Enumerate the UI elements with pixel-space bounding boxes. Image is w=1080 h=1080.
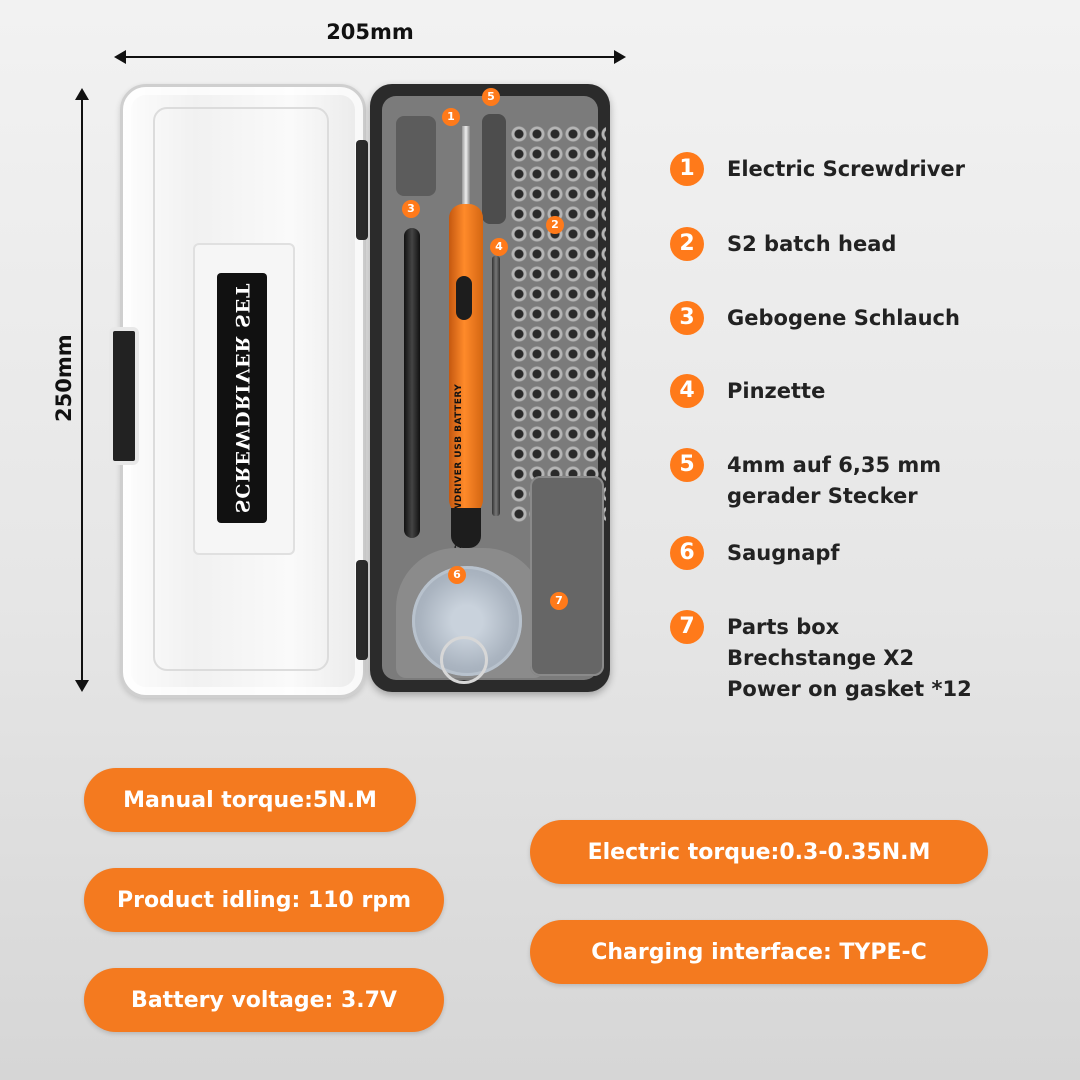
hinge-bottom [356,560,368,660]
legend-item-3: 3 Gebogene Schlauch [670,301,960,335]
legend-line: Pinzette [727,379,826,403]
legend-line: Electric Screwdriver [727,157,966,181]
marker-5: 5 [482,88,500,106]
legend-item-7: 7 Parts box Brechstange X2 Power on gask… [670,610,972,705]
legend-item-1: 1 Electric Screwdriver [670,152,965,186]
lid-label-text: SCREWDRIVER SET [231,282,253,514]
tweezers [492,256,500,516]
screwdriver-body [449,204,483,514]
legend-text: Gebogene Schlauch [727,303,960,334]
screwdriver-cap [451,508,481,548]
legend-line: Parts box [727,615,840,639]
legend-text: Pinzette [727,376,825,407]
legend-text: Electric Screwdriver [727,154,965,185]
lid-inner-frame [153,107,329,671]
legend-item-2: 2 S2 batch head [670,227,896,261]
width-dimension-label: 205mm [326,20,414,44]
electric-screwdriver: ELECTRIC SCREWDRIVER USB BATTERY 3.7V [446,126,486,596]
width-dimension-line [114,50,626,64]
spec-charging-interface: Charging interface: TYPE-C [530,920,988,984]
tray-slot [396,116,436,196]
legend-number: 6 [670,536,704,570]
legend-number: 5 [670,448,704,482]
lid-label: SCREWDRIVER SET [217,273,267,523]
screwdriver-shaft [462,126,470,206]
legend-line: Power on gasket *12 [727,677,972,701]
legend-text: Saugnapf [727,538,840,569]
legend-number: 1 [670,152,704,186]
legend-number: 4 [670,374,704,408]
flexible-hose [404,228,420,538]
legend-line: 4mm auf 6,35 mm [727,453,942,477]
marker-2: 2 [546,216,564,234]
bit-grid [510,124,606,524]
marker-7: 7 [550,592,568,610]
spec-manual-torque: Manual torque:5N.M [84,768,416,832]
legend-item-6: 6 Saugnapf [670,536,840,570]
spec-electric-torque: Electric torque:0.3-0.35N.M [530,820,988,884]
lid-latch [109,327,139,465]
marker-6: 6 [448,566,466,584]
legend-item-5: 5 4mm auf 6,35 mm gerader Stecker [670,448,941,512]
spec-battery-voltage: Battery voltage: 3.7V [84,968,444,1032]
legend-text: S2 batch head [727,229,896,260]
legend-line: Gebogene Schlauch [727,306,960,330]
legend-line: Brechstange X2 [727,646,915,670]
marker-1: 1 [442,108,460,126]
tray-inner: ELECTRIC SCREWDRIVER USB BATTERY 3.7V 1 … [382,88,606,684]
legend-text: Parts box Brechstange X2 Power on gasket… [727,612,972,705]
height-dimension-line [75,88,89,692]
legend-item-4: 4 Pinzette [670,374,825,408]
legend-number: 7 [670,610,704,644]
legend-text: 4mm auf 6,35 mm gerader Stecker [727,450,941,512]
legend-line: gerader Stecker [727,484,918,508]
legend-line: S2 batch head [727,232,897,256]
suction-cup-ring [440,636,488,684]
height-dimension-label: 250mm [52,334,76,422]
spec-product-idling: Product idling: 110 rpm [84,868,444,932]
legend-number: 3 [670,301,704,335]
case-lid: SCREWDRIVER SET [109,84,366,698]
adapter-slot [482,114,506,224]
legend-number: 2 [670,227,704,261]
marker-3: 3 [402,200,420,218]
screwdriver-switch [456,276,472,320]
parts-box [530,476,604,676]
case-tray: ELECTRIC SCREWDRIVER USB BATTERY 3.7V 1 … [370,84,610,692]
marker-4: 4 [490,238,508,256]
hinge-top [356,140,368,240]
legend-line: Saugnapf [727,541,840,565]
